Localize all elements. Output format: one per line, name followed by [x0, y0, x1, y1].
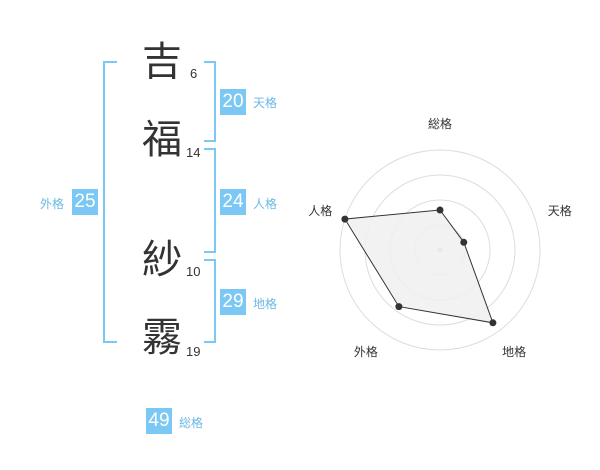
stroke-count-2: 14	[186, 145, 201, 160]
radar-point	[395, 303, 403, 311]
name-char-4: 霧	[142, 315, 182, 361]
gaikaku-bracket	[103, 61, 117, 343]
radar-ring	[339, 149, 541, 351]
radar-point	[436, 206, 444, 214]
stroke-count-1: 6	[190, 66, 198, 81]
soukaku-value: 49	[146, 408, 172, 434]
radar-axis-label: 人格	[308, 203, 332, 218]
tenkaku-bracket	[204, 61, 216, 142]
stroke-count-3: 10	[186, 264, 201, 279]
radar-axis-label: 総格	[428, 116, 452, 131]
radar-point	[341, 215, 349, 223]
radar-point	[460, 238, 468, 246]
gaikaku-label: 外格	[40, 197, 65, 211]
chikaku-label: 地格	[253, 297, 278, 311]
jinkaku-label: 人格	[253, 197, 278, 211]
name-char-3: 紗	[142, 237, 182, 283]
tenkaku-value: 20	[220, 89, 246, 115]
name-char-2: 福	[142, 117, 182, 163]
gaikaku-value: 25	[72, 189, 98, 215]
jinkaku-value: 24	[220, 189, 246, 215]
jinkaku-bracket	[204, 148, 216, 253]
chikaku-bracket	[204, 259, 216, 343]
stroke-count-4: 19	[186, 344, 201, 359]
radar-area	[344, 209, 494, 324]
tenkaku-label: 天格	[253, 96, 278, 110]
radar-point	[489, 319, 497, 327]
name-char-1: 吉	[142, 39, 182, 85]
radar-axis-label: 天格	[548, 203, 572, 218]
radar-axis-label: 地格	[502, 344, 526, 359]
radar-axis-label: 外格	[354, 344, 378, 359]
soukaku-label: 総格	[179, 416, 204, 430]
chikaku-value: 29	[220, 289, 246, 315]
